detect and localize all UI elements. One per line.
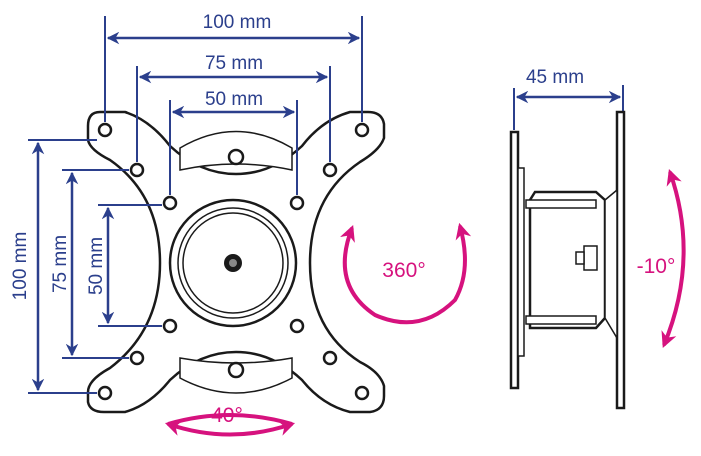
label-100mm-vertical: 100 mm	[10, 232, 31, 301]
label-40-swivel: 40°	[211, 404, 243, 427]
label-75mm-horizontal: 75 mm	[205, 53, 263, 74]
label-45mm-depth: 45 mm	[526, 67, 584, 88]
monitor-plate	[509, 130, 520, 390]
hole	[227, 148, 245, 166]
hole	[227, 361, 245, 379]
swivel-arrow-back	[167, 413, 293, 426]
mount-holes	[97, 122, 370, 401]
tilt-arrow	[661, 168, 686, 348]
rotation-arrow	[339, 222, 472, 325]
label-50mm-horizontal: 50 mm	[205, 89, 263, 110]
label-360-rotation: 360°	[382, 259, 425, 282]
label-50mm-vertical: 50 mm	[86, 237, 107, 295]
side-view	[509, 85, 626, 410]
nut	[583, 245, 598, 271]
front-plate	[86, 110, 386, 414]
extension-lines	[28, 16, 363, 394]
wall-plate	[615, 110, 626, 410]
label-75mm-vertical: 75 mm	[50, 235, 71, 293]
label-minus-10-tilt: -10°	[637, 255, 676, 278]
swivel-arrow	[164, 420, 296, 437]
label-100mm-horizontal: 100 mm	[203, 12, 272, 33]
